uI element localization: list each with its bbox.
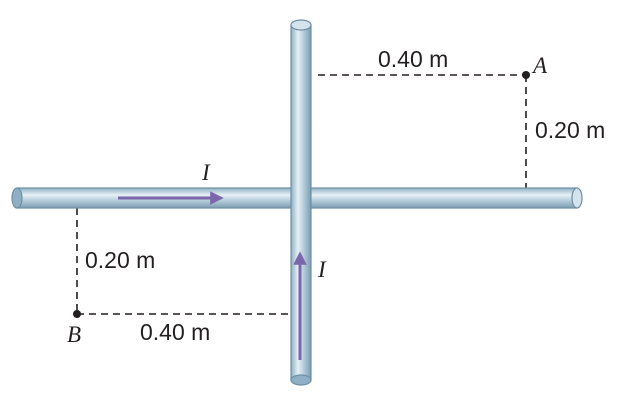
point-a-dimension-lines — [318, 74, 527, 188]
a-horizontal-distance-label: 0.40 m — [378, 46, 448, 72]
a-vertical-distance-label: 0.20 m — [535, 117, 605, 143]
b-horizontal-distance-label: 0.40 m — [140, 319, 210, 345]
point-a-dot — [522, 71, 530, 79]
point-b-label: B — [67, 322, 81, 347]
b-vertical-distance-label: 0.20 m — [85, 247, 155, 273]
vertical-wire — [290, 19, 312, 386]
horizontal-current-label: I — [201, 160, 211, 185]
point-b-dimension-lines — [76, 208, 290, 315]
point-a-label: A — [531, 53, 548, 78]
vertical-current-label: I — [317, 257, 327, 282]
point-b-dot — [73, 310, 81, 318]
